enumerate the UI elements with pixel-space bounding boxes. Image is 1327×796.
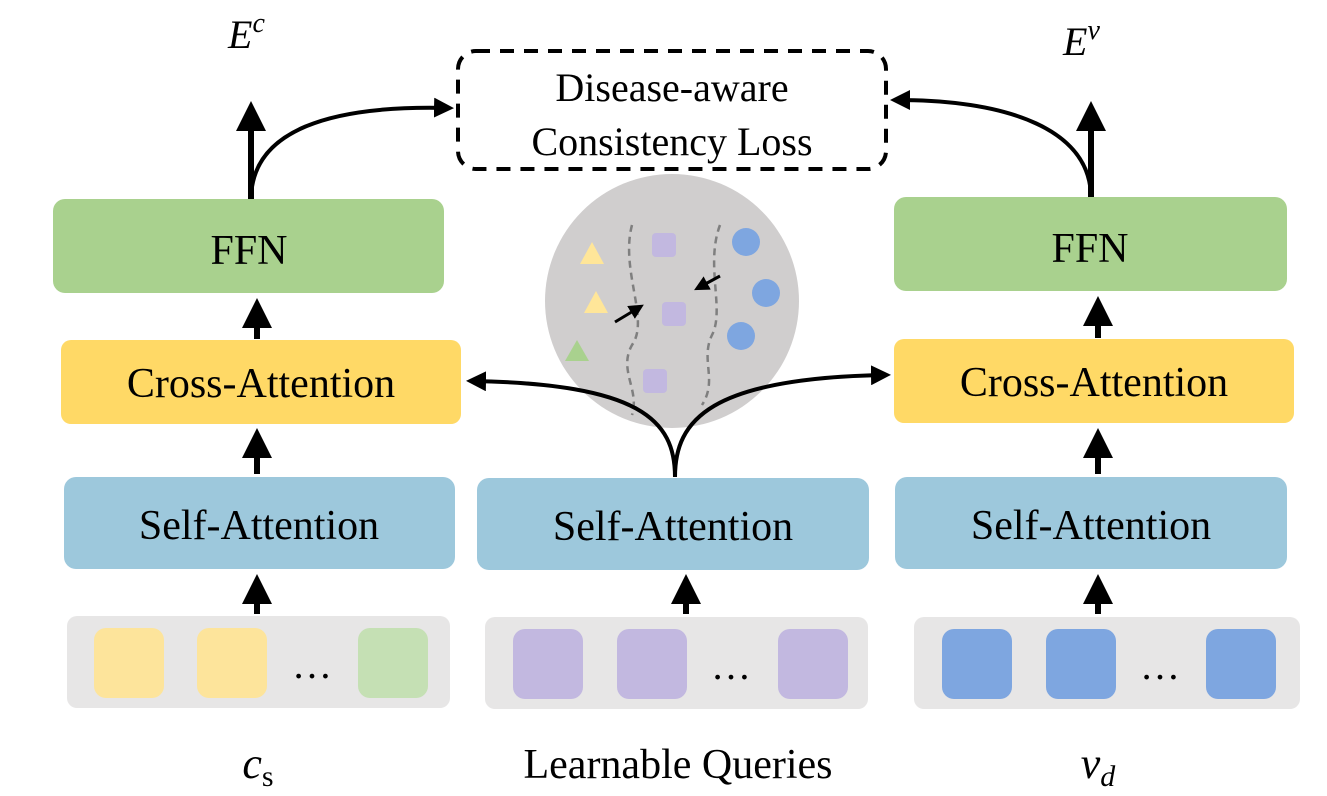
- right-ffn-label: FFN: [1051, 226, 1128, 272]
- circle-marker: [727, 322, 755, 350]
- left-token-3: [358, 628, 428, 698]
- middle-token-3: [778, 629, 848, 699]
- right-loss-arrow: [890, 90, 1093, 199]
- right-ellipsis: …: [1140, 643, 1180, 688]
- left-self-attention-block: [64, 477, 455, 569]
- middle-token-1: [513, 629, 583, 699]
- query-to-right-cross-arrow: [673, 365, 891, 478]
- square-marker: [652, 233, 676, 257]
- left-cross-attention-label: Cross-Attention: [127, 361, 395, 407]
- left-input-label: cs: [242, 739, 273, 793]
- triangle-marker: [580, 242, 604, 264]
- left-self-attention-label: Self-Attention: [139, 503, 379, 549]
- square-marker: [643, 369, 667, 393]
- pull-arrow: [614, 304, 644, 324]
- right-ffn-block: [894, 197, 1287, 291]
- pull-arrow: [694, 274, 721, 291]
- left-token-2: [197, 628, 267, 698]
- left-token-1: [94, 628, 164, 698]
- right-token-3: [1206, 629, 1276, 699]
- left-ffn-label: FFN: [210, 228, 287, 274]
- middle-ellipsis: …: [711, 643, 751, 688]
- right-token-2: [1046, 629, 1116, 699]
- middle-input-label: Learnable Queries: [524, 742, 833, 788]
- circle-marker: [732, 228, 760, 256]
- left-ellipsis: …: [292, 642, 332, 687]
- left-ffn-block: [53, 199, 444, 293]
- loss-label-line2: Consistency Loss: [531, 119, 812, 164]
- right-input-label: vd: [1081, 739, 1117, 793]
- left-loss-arrow: [249, 97, 454, 201]
- right-token-1: [942, 629, 1012, 699]
- right-self-attention-block: [895, 477, 1287, 569]
- square-marker: [662, 302, 686, 326]
- right-self-attention-label: Self-Attention: [971, 503, 1211, 549]
- triangle-marker: [584, 291, 608, 313]
- left-cross-attention-block: [61, 340, 461, 424]
- middle-self-attention-block: [477, 478, 869, 570]
- triangle-marker: [565, 340, 589, 361]
- middle-token-2: [617, 629, 687, 699]
- right-output-label: Ev: [1062, 15, 1100, 64]
- middle-self-attention-label: Self-Attention: [553, 504, 793, 550]
- embedding-space-icon: [545, 174, 799, 428]
- right-cross-attention-label: Cross-Attention: [960, 360, 1228, 406]
- query-to-left-cross-arrow: [466, 371, 677, 478]
- left-output-label: Ec: [227, 8, 265, 57]
- right-cross-attention-block: [894, 339, 1294, 423]
- loss-label-line1: Disease-aware: [555, 65, 788, 110]
- loss-box: [456, 49, 888, 171]
- circle-marker: [752, 279, 780, 307]
